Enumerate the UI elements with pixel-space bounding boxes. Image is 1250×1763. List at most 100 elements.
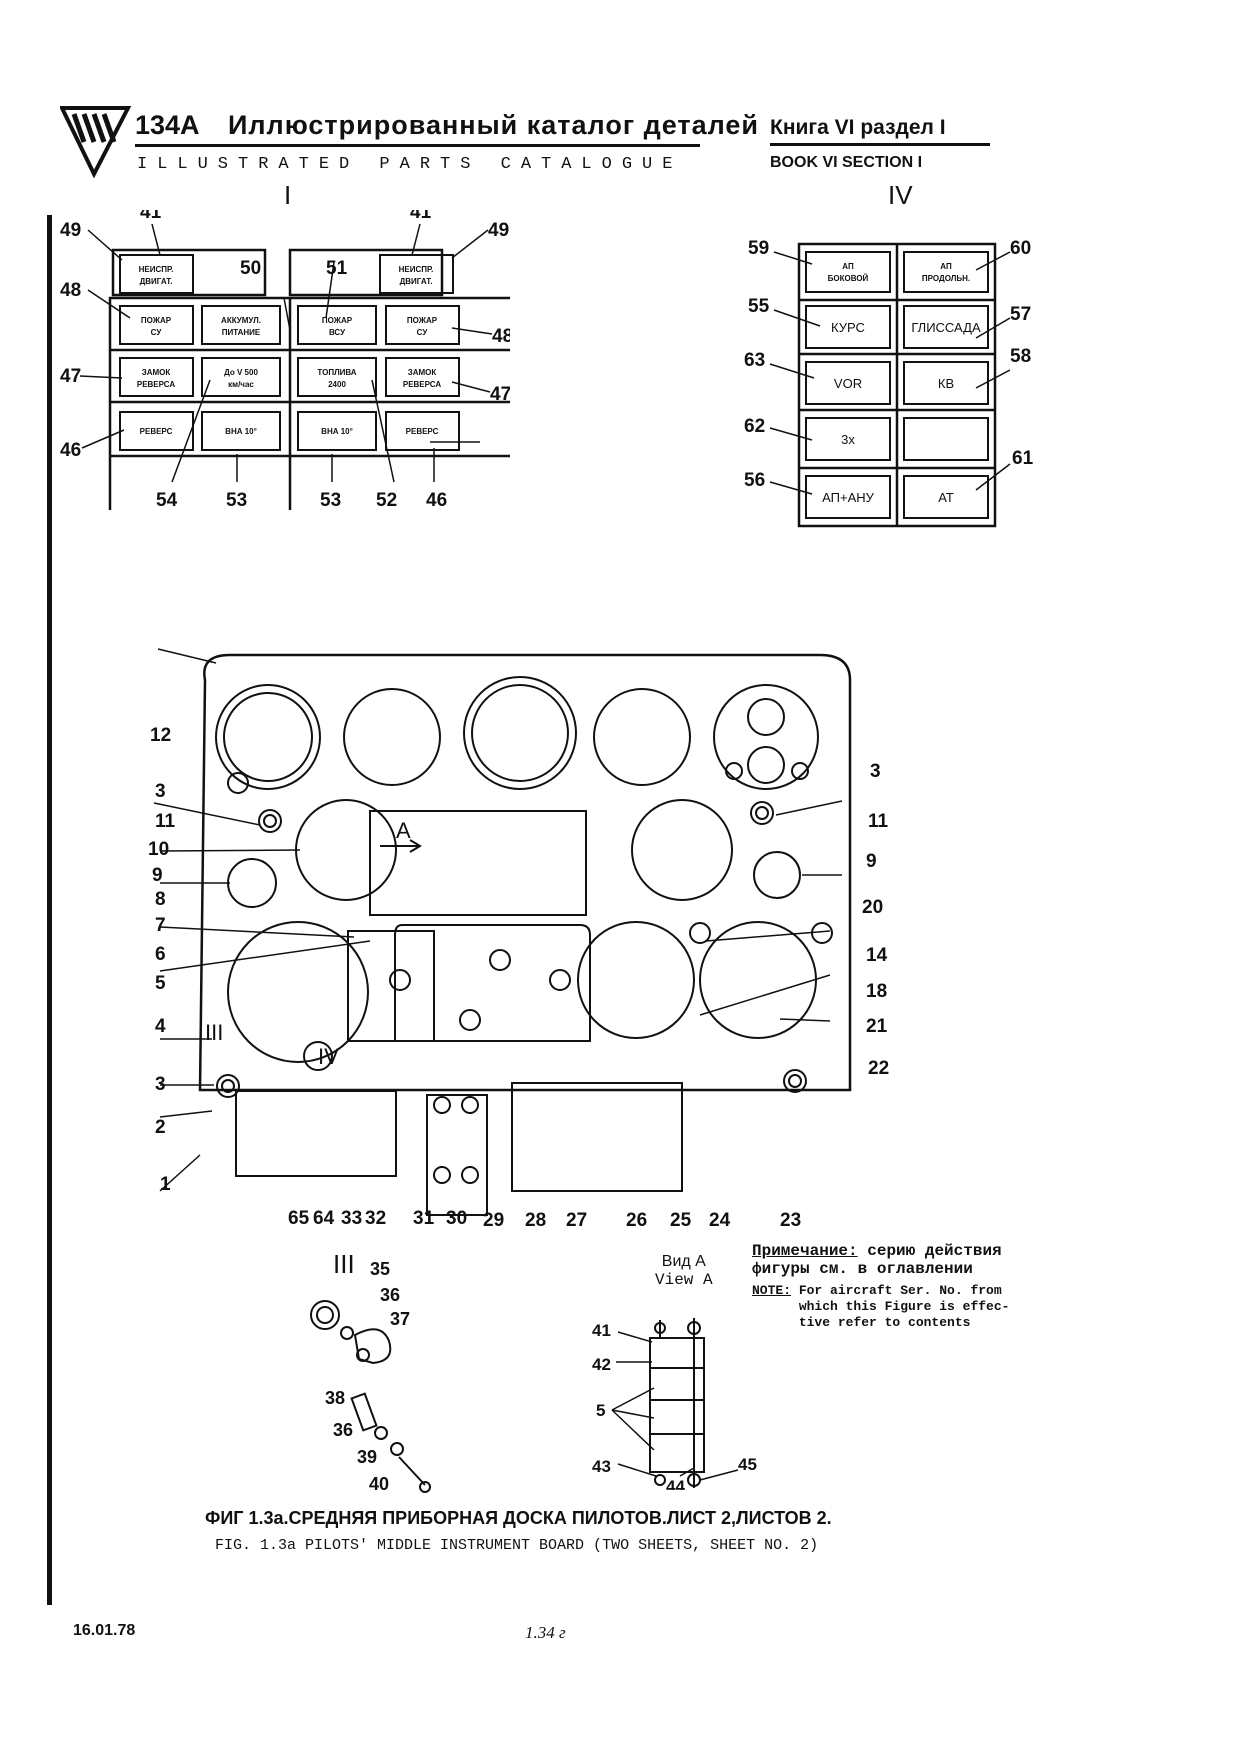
callout-label: 55 bbox=[748, 296, 770, 317]
svg-text:ПРОДОЛЬН.: ПРОДОЛЬН. bbox=[922, 274, 970, 283]
svg-text:25: 25 bbox=[670, 1210, 692, 1231]
svg-text:37: 37 bbox=[390, 1309, 410, 1329]
btn-text: АККУМУЛ. bbox=[221, 316, 261, 325]
callout-label: 53 bbox=[320, 490, 341, 510]
manufacturer-logo bbox=[60, 106, 132, 178]
callout-label: 3 bbox=[155, 1074, 166, 1095]
svg-text:СУ: СУ bbox=[151, 328, 163, 337]
svg-text:ДВИГАТ.: ДВИГАТ. bbox=[140, 277, 173, 286]
gauge-20-left bbox=[577, 921, 695, 1039]
svg-text:12: 12 bbox=[150, 725, 171, 746]
svg-text:41: 41 bbox=[592, 1321, 611, 1340]
callout-label: 47 bbox=[490, 384, 510, 405]
svg-text:НЕИСПР.: НЕИСПР. bbox=[399, 265, 434, 274]
knob-3-bottom bbox=[216, 1074, 240, 1098]
svg-text:A: A bbox=[396, 818, 411, 843]
callout-label: 10 bbox=[148, 839, 169, 860]
callout-label: 41 bbox=[140, 210, 162, 223]
svg-text:32: 32 bbox=[365, 1208, 386, 1229]
svg-text:6: 6 bbox=[155, 944, 166, 965]
svg-text:48: 48 bbox=[492, 326, 510, 347]
callout-label: 22 bbox=[868, 1058, 889, 1079]
header-rule bbox=[135, 144, 700, 147]
callout-label: 53 bbox=[226, 490, 247, 510]
callout-label: 30 bbox=[446, 1208, 467, 1229]
btn-text: 2400 bbox=[328, 380, 346, 389]
selector-panel bbox=[394, 924, 591, 1042]
book-rule bbox=[770, 143, 990, 146]
callout-label: 51 bbox=[326, 258, 348, 279]
callout-label: 8 bbox=[155, 889, 166, 910]
svg-text:9: 9 bbox=[866, 851, 877, 872]
book-section-en: BOOK VI SECTION I bbox=[770, 154, 923, 171]
note-en-label: NOTE: bbox=[752, 1283, 792, 1298]
svg-text:РЕВЕРС: РЕВЕРС bbox=[406, 427, 439, 436]
svg-text:23: 23 bbox=[780, 1210, 801, 1231]
btn-text: ПИТАНИЕ bbox=[222, 328, 261, 337]
callout-label: 12 bbox=[150, 725, 171, 746]
callout-label: 59 bbox=[748, 238, 769, 259]
svg-text:51: 51 bbox=[326, 258, 348, 279]
callout-label: 48 bbox=[60, 280, 81, 301]
arrow-a-label: A bbox=[396, 818, 411, 843]
callout-label: 26 bbox=[626, 1210, 647, 1231]
main-board-callouts: 12 3 3 11 11 10 9 9 8 7 20 6 14 5 18 4 2… bbox=[148, 725, 889, 1231]
svg-text:11: 11 bbox=[868, 811, 889, 832]
btn-text: ПОЖАР bbox=[322, 316, 353, 325]
callout-label: 46 bbox=[60, 440, 81, 461]
revision-date: 16.01.78 bbox=[73, 1622, 136, 1639]
annunciator-panel-i bbox=[369, 810, 587, 916]
btn-text: ПРОДОЛЬН. bbox=[922, 274, 970, 283]
btn-text: VOR bbox=[834, 376, 862, 391]
btn-text: ДВИГАТ. bbox=[140, 277, 173, 286]
callout-label: 45 bbox=[738, 1455, 757, 1474]
svg-text:9: 9 bbox=[152, 865, 163, 886]
callout-label: 56 bbox=[744, 470, 765, 491]
svg-text:33: 33 bbox=[341, 1208, 362, 1229]
svg-text:38: 38 bbox=[325, 1388, 345, 1408]
svg-text:7: 7 bbox=[155, 915, 166, 936]
callout-label: 47 bbox=[60, 366, 81, 387]
callout-label: 33 bbox=[341, 1208, 362, 1229]
svg-text:АП: АП bbox=[842, 262, 854, 271]
figure-caption-ru: ФИГ 1.3а.СРЕДНЯЯ ПРИБОРНАЯ ДОСКА ПИЛОТОВ… bbox=[205, 1508, 832, 1528]
svg-text:АККУМУЛ.: АККУМУЛ. bbox=[221, 316, 261, 325]
svg-text:26: 26 bbox=[626, 1210, 647, 1231]
callout-label: 2 bbox=[155, 1117, 166, 1138]
svg-text:52: 52 bbox=[376, 490, 397, 510]
knob-3-right bbox=[750, 801, 774, 825]
view-a-en: View A bbox=[655, 1271, 713, 1289]
callout-label: 5 bbox=[596, 1401, 605, 1420]
callout-label: 49 bbox=[60, 220, 81, 241]
svg-text:РЕВЕРСА: РЕВЕРСА bbox=[403, 380, 442, 389]
svg-text:43: 43 bbox=[592, 1457, 611, 1476]
callout-label: 32 bbox=[365, 1208, 386, 1229]
svg-text:11: 11 bbox=[155, 811, 176, 832]
callout-label: 44 bbox=[666, 1477, 685, 1490]
btn-text: ГЛИССАДА bbox=[911, 320, 981, 335]
btn-text: ВНА 10° bbox=[225, 427, 257, 436]
btn-text: КУРС bbox=[831, 320, 865, 335]
svg-text:47: 47 bbox=[490, 384, 510, 405]
annunciator-panel-iii bbox=[347, 930, 435, 1042]
callout-label: 27 bbox=[566, 1210, 587, 1231]
svg-text:56: 56 bbox=[744, 470, 765, 491]
svg-text:42: 42 bbox=[592, 1355, 611, 1374]
svg-text:АП+АНУ: АП+АНУ bbox=[822, 490, 875, 505]
view-iii-marker: III bbox=[205, 1020, 223, 1045]
svg-text:27: 27 bbox=[566, 1210, 587, 1231]
callout-label: 65 bbox=[288, 1208, 310, 1229]
svg-text:4: 4 bbox=[155, 1016, 166, 1037]
detail-iii-label: III bbox=[333, 1249, 355, 1279]
callout-label: 18 bbox=[866, 981, 887, 1002]
lower-panel-right bbox=[511, 1082, 683, 1192]
btn-text: ПОЖАР bbox=[141, 316, 172, 325]
book-section-ru: Книга VI раздел I bbox=[770, 116, 946, 139]
svg-text:НЕИСПР.: НЕИСПР. bbox=[139, 265, 174, 274]
btn-text: ВНА 10° bbox=[321, 427, 353, 436]
svg-text:КВ: КВ bbox=[938, 376, 954, 391]
svg-text:СУ: СУ bbox=[417, 328, 429, 337]
detail-iii-diagram: III 35 36 37 38 36 39 40 bbox=[310, 1249, 431, 1494]
svg-text:1: 1 bbox=[160, 1174, 171, 1195]
callout-label: 24 bbox=[709, 1210, 731, 1231]
